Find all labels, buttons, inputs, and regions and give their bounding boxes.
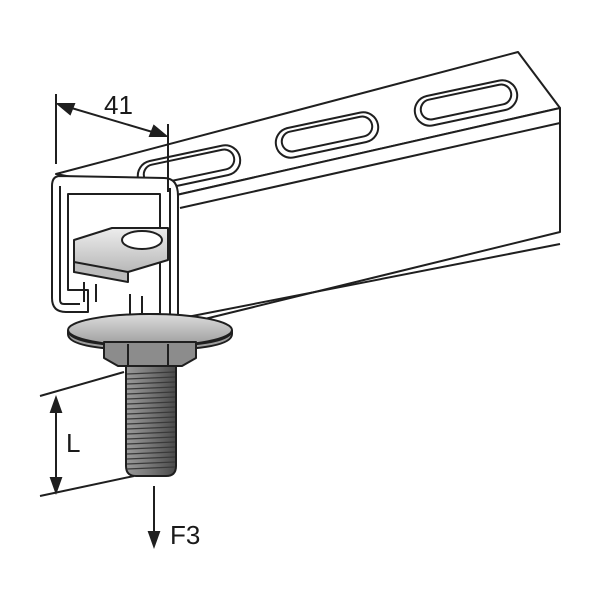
thread-line <box>126 406 176 410</box>
rail-lower-line <box>181 243 561 319</box>
slot <box>274 111 380 159</box>
hex-bolt-head <box>103 341 197 367</box>
bolt-head-body <box>103 341 197 367</box>
force-arrowhead <box>147 531 161 549</box>
width-dimension <box>55 94 169 192</box>
thread-line <box>126 456 176 460</box>
thread-line <box>126 416 176 420</box>
arrow-right <box>148 124 169 137</box>
rail-lip-line <box>179 122 561 209</box>
thread-line <box>126 466 176 470</box>
slot <box>142 148 236 186</box>
threaded-bolt <box>125 365 177 477</box>
force-label: F3 <box>170 520 200 550</box>
ext-line-top <box>39 371 125 397</box>
arrow-top <box>49 395 63 413</box>
bolt-threads <box>126 371 176 470</box>
length-dimension <box>39 371 135 497</box>
thread-line <box>126 371 176 375</box>
thread-line <box>126 386 176 390</box>
thread-line <box>126 426 176 430</box>
force-arrow <box>147 486 161 549</box>
thread-line <box>126 381 176 385</box>
thread-line <box>126 376 176 380</box>
dim-line <box>57 103 167 137</box>
spring-clip-left <box>83 282 97 302</box>
slot <box>413 79 519 127</box>
slot <box>280 115 374 153</box>
channel-nut <box>73 227 169 318</box>
thread-line <box>126 451 176 455</box>
thread-line <box>126 431 176 435</box>
nut-front <box>73 261 129 283</box>
bolt-head-faces <box>127 344 169 366</box>
thread-line <box>126 411 176 415</box>
thread-line <box>126 421 176 425</box>
slot <box>419 83 513 121</box>
thread-line <box>126 401 176 405</box>
width-label: 41 <box>104 90 133 120</box>
thread-line <box>126 391 176 395</box>
thread-line <box>126 441 176 445</box>
thread-line <box>126 436 176 440</box>
arrow-left <box>55 103 76 116</box>
thread-line <box>126 461 176 465</box>
length-label: L <box>66 428 80 458</box>
thread-line <box>126 446 176 450</box>
nut-hole <box>121 230 163 250</box>
thread-line <box>126 396 176 400</box>
arrow-bottom <box>49 477 63 495</box>
